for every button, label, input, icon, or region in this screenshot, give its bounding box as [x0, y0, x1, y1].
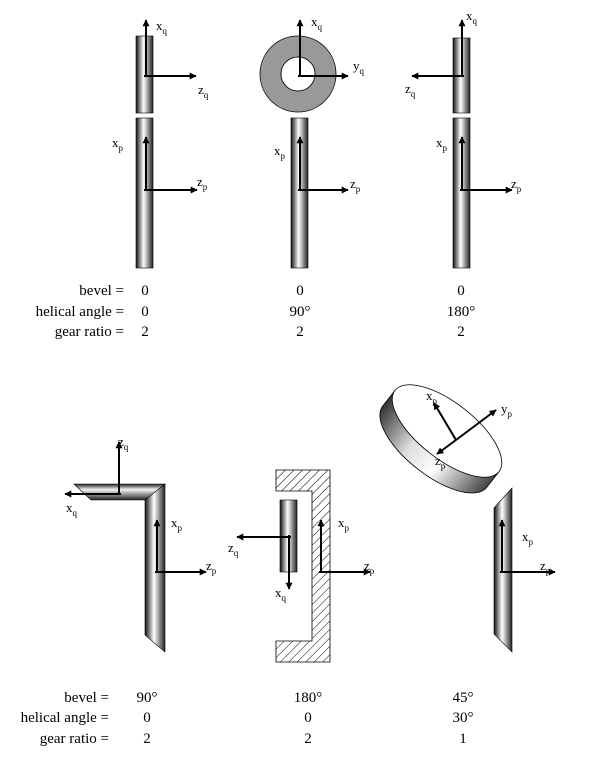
zp-label: zp [197, 174, 208, 192]
zp-label: zp [350, 176, 361, 194]
gear-p-bevel [144, 483, 166, 653]
config-5-diagram: zq xq xp zp [228, 469, 375, 663]
helical-angle-label: helical angle = [20, 710, 109, 726]
zq-label: zq [405, 81, 416, 99]
zp-label: zp [206, 558, 217, 576]
gear-p [452, 117, 471, 269]
xq-label: xq [66, 500, 78, 518]
zq-label: zq [198, 82, 209, 100]
config-6-helical: 30° [452, 710, 474, 726]
config-3-helical: 180° [446, 304, 476, 320]
zp-upper-arrow [436, 439, 457, 455]
gear-p-tilted-disk [379, 384, 503, 494]
config-5-helical: 0 [304, 710, 312, 726]
xp-label: xp [274, 143, 286, 161]
config-3-bevel: 0 [457, 283, 465, 299]
xp-label: xp [338, 515, 350, 533]
config-5-bevel: 180° [293, 690, 323, 706]
xp-label: xp [171, 515, 183, 533]
xq-label: xq [466, 8, 478, 26]
gear-ratio-label: gear ratio = [54, 324, 124, 340]
config-5-ratio: 2 [304, 731, 312, 747]
gear-p [135, 117, 154, 269]
yq-label: yq [353, 58, 365, 76]
zp-label: zp [364, 558, 375, 576]
config-4-ratio: 2 [143, 731, 151, 747]
config-6-bevel: 45° [452, 690, 474, 706]
config-6-diagram: xp yp zp xp zp [379, 384, 556, 653]
xp-label: xp [522, 529, 534, 547]
internal-gear-housing [275, 469, 331, 663]
bevel-label: bevel = [79, 283, 124, 299]
zq-label: zq [118, 434, 129, 452]
config-2-ratio: 2 [296, 324, 304, 340]
yp-arrow [455, 409, 497, 441]
yp-label: yp [501, 401, 513, 419]
gear-q [135, 35, 154, 114]
config-2-diagram: xq yq xp zp [259, 14, 365, 269]
xp-upper-label: xp [426, 388, 438, 406]
zp-label: zp [511, 176, 522, 194]
config-3-diagram: xq zq xp zp [405, 8, 522, 269]
xp-label: xp [112, 135, 124, 153]
config-1-bevel: 0 [141, 283, 149, 299]
helical-angle-label: helical angle = [35, 304, 124, 320]
bevel-label: bevel = [64, 690, 109, 706]
xq-label: xq [275, 585, 287, 603]
config-4-helical: 0 [143, 710, 151, 726]
config-3-ratio: 2 [457, 324, 465, 340]
xq-label: xq [311, 14, 323, 32]
config-4-bevel: 90° [136, 690, 158, 706]
xp-upper-arrow [433, 402, 457, 441]
config-2-bevel: 0 [296, 283, 304, 299]
config-1-helical: 0 [141, 304, 149, 320]
config-6-ratio: 1 [459, 731, 467, 747]
config-2-helical: 90° [289, 304, 311, 320]
gear-p [290, 117, 309, 269]
config-4-diagram: zq xq xp zp [64, 434, 217, 653]
zp-label: zp [540, 558, 551, 576]
gear-q-hole [280, 56, 316, 92]
xp-label: xp [436, 135, 448, 153]
zp-upper-label: zp [435, 453, 446, 471]
config-1-ratio: 2 [141, 324, 149, 340]
zq-label: zq [228, 540, 239, 558]
gear-ratio-label: gear ratio = [39, 731, 109, 747]
xq-label: xq [156, 18, 168, 36]
config-1-diagram: xq zq xp zp [112, 18, 209, 269]
